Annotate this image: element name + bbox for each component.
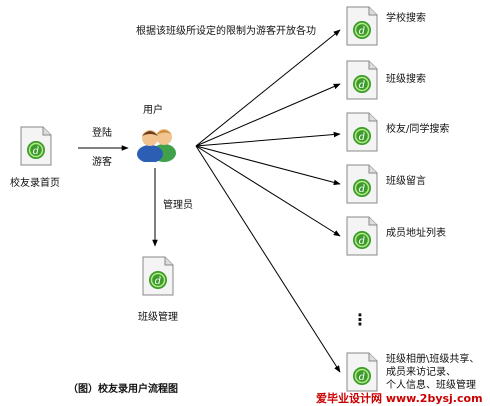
node-class-album-label-3: 个人信息、班级管理	[386, 380, 476, 391]
alumni-search-doc-icon: d	[344, 112, 380, 152]
watermark: 爱毕业设计网 www.2bysj.com	[316, 392, 483, 405]
node-class-admin-label: 班级管理	[138, 312, 178, 323]
node-alumni-search-label: 校友/同学搜索	[386, 124, 450, 135]
edge-guest-label: 游客	[92, 157, 112, 168]
node-class-search-label: 班级搜索	[386, 74, 426, 85]
node-class-album-label-1: 班级相册\班级共享、	[386, 354, 480, 365]
edge-login-label: 登陆	[92, 128, 112, 139]
node-class-album-label-2: 成员来访记录、	[386, 367, 456, 378]
svg-text:d: d	[155, 276, 161, 287]
arrow-to-class-album	[195, 145, 341, 373]
node-class-message-label: 班级留言	[386, 176, 426, 187]
edge-admin-role-label: 管理员	[163, 200, 193, 211]
node-school-search-label: 学校搜索	[386, 13, 426, 24]
figure-caption: （图）校友录用户流程图	[68, 384, 178, 395]
class-album-doc-icon: d	[344, 352, 380, 392]
class-search-doc-icon: d	[344, 60, 380, 100]
users-icon	[132, 122, 182, 163]
arrow-to-class-message	[195, 145, 341, 186]
class-admin-doc-icon: d	[140, 256, 176, 296]
svg-text:d: d	[359, 372, 365, 383]
home-doc-icon: d	[18, 126, 54, 166]
svg-text:d: d	[33, 146, 39, 157]
svg-text:d: d	[359, 236, 365, 247]
limit-note: 根据该班级所设定的限制为游客开放各功	[136, 26, 316, 37]
arrow-to-alumni-search	[195, 131, 341, 147]
svg-text:d: d	[359, 184, 365, 195]
ellipsis: ⋮	[352, 310, 368, 329]
node-home-label: 校友录首页	[10, 178, 60, 189]
school-search-doc-icon: d	[344, 6, 380, 46]
arrow-to-class-search	[195, 83, 341, 147]
class-message-doc-icon: d	[344, 164, 380, 204]
arrow-to-school-search	[195, 29, 341, 147]
member-address-doc-icon: d	[344, 216, 380, 256]
svg-text:d: d	[359, 26, 365, 37]
node-member-address-label: 成员地址列表	[386, 228, 446, 239]
arrow-to-member-address	[195, 145, 341, 237]
node-user-label: 用户	[143, 105, 163, 116]
svg-text:d: d	[359, 80, 365, 91]
svg-text:d: d	[359, 132, 365, 143]
